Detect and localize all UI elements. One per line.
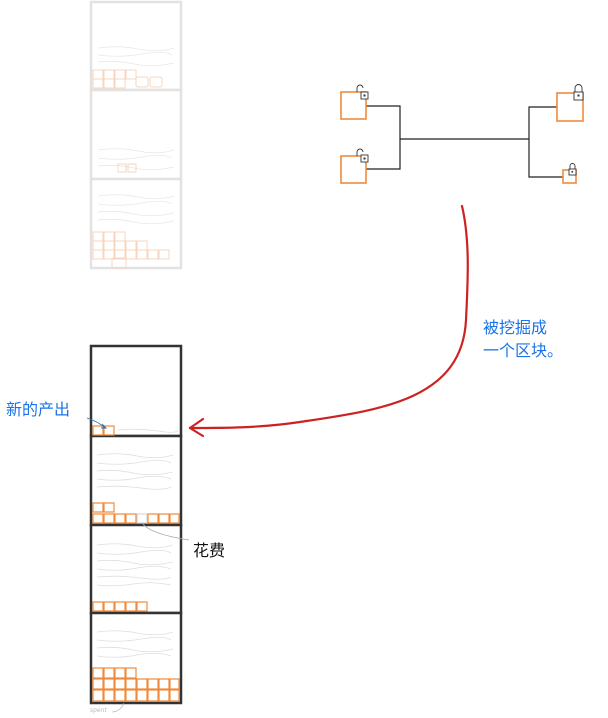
spent-small-label: spent (90, 707, 107, 714)
faded-block (89, 177, 183, 270)
spent-pointer (142, 523, 190, 541)
tree-left-branch (366, 105, 401, 170)
mined-label-line2: 一个区块。 (483, 341, 564, 360)
block-outputs (92, 425, 180, 702)
spent-output (136, 513, 148, 524)
arrow-icon (188, 417, 205, 438)
faded-outputs (92, 69, 170, 269)
block (89, 523, 183, 615)
block (89, 344, 183, 438)
mined-label-line1: 被挖掘成 (483, 318, 548, 337)
spent-small-pointer (111, 702, 125, 713)
arrow-icon (101, 423, 108, 429)
lock-icon (356, 84, 369, 100)
tree-right-branch (528, 106, 563, 178)
block-stack (89, 344, 183, 705)
block-scribbles (96, 428, 179, 658)
lock-icon (356, 148, 369, 163)
new-output (103, 425, 115, 436)
new-output-label: 新的产出 (6, 400, 71, 419)
faded-scribbles (97, 46, 175, 225)
new-output (92, 425, 104, 436)
faded-block-stack (89, 0, 183, 270)
lock-icon (573, 84, 584, 101)
lock-icons (356, 84, 584, 176)
mined-arrow (188, 204, 469, 430)
spent-label: 花费 (193, 541, 226, 560)
mined-label: 被挖掘成 一个区块。 (483, 316, 563, 362)
new-output-pointer (86, 417, 106, 429)
transaction-tree (366, 105, 563, 178)
lock-icon (568, 163, 577, 176)
